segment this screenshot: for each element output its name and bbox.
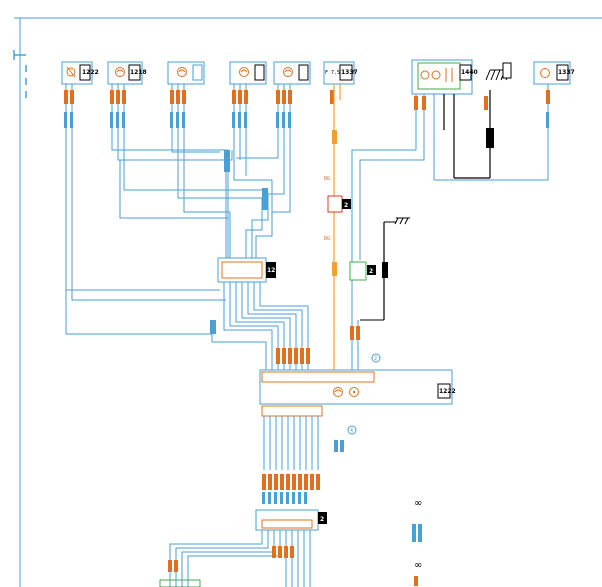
legend: ∞ ∞	[412, 498, 422, 586]
fuse: F 7.5A F8F 1337	[323, 61, 358, 85]
ground-connector	[486, 128, 494, 148]
clip-1	[224, 150, 230, 172]
speaker-icon	[115, 67, 125, 77]
lower-junction-ref: 2	[320, 516, 324, 523]
small-connector-1-ref: 2	[344, 202, 348, 209]
small-connector-1: 2	[327, 195, 351, 213]
circle-ref-1-label: 2	[374, 356, 377, 362]
lower-bus-labels	[262, 474, 320, 490]
speaker-icon	[540, 68, 550, 78]
legend-mark-2: ∞	[414, 560, 422, 571]
drop-labels-2	[64, 112, 549, 128]
drop-labels	[64, 90, 550, 110]
speaker-2: 1218	[107, 61, 147, 85]
bottom-labels	[168, 546, 294, 572]
relay-box: 1440	[411, 59, 478, 95]
power-label-2: BG	[324, 236, 330, 242]
speaker-1-ref: 1222	[82, 69, 99, 76]
bus-to-lower-junction	[263, 416, 319, 470]
small-connector-2: 2	[349, 261, 376, 281]
speaker-icon	[283, 67, 293, 77]
head-unit-ref: 1222	[439, 388, 456, 395]
routing-network	[65, 140, 549, 340]
ground-icon	[485, 62, 512, 81]
power-markers	[332, 130, 337, 276]
speaker-icon	[239, 67, 249, 77]
power-label-1: BG	[324, 176, 330, 182]
speaker-1: 1222	[61, 61, 99, 85]
junction-block-ref: 1218	[267, 267, 284, 274]
power-wire	[333, 84, 341, 380]
frame	[13, 17, 602, 587]
speaker-icon	[333, 387, 343, 397]
head-unit: 1222	[259, 369, 456, 417]
unit-right-ref: 1337	[558, 69, 575, 76]
clip-2	[262, 188, 268, 210]
unit-right: 1337	[533, 61, 575, 85]
speaker-2-ref: 1218	[130, 69, 147, 76]
speaker-icon	[66, 66, 76, 78]
ground-1	[485, 62, 512, 81]
ground-2	[360, 217, 410, 321]
lower-junction: 2	[255, 509, 327, 531]
junction-block: 1218	[217, 257, 284, 283]
circle-ref-2: 4	[347, 425, 357, 435]
tag-2	[340, 440, 344, 452]
relay-icon	[420, 68, 453, 82]
clip-3	[210, 320, 216, 334]
disc-icon	[349, 387, 359, 397]
top-wire-drops	[65, 84, 549, 180]
lower-bus-labels-blue	[262, 492, 307, 504]
circle-ref-1: 2	[371, 353, 381, 363]
legend-mark-1: ∞	[414, 498, 422, 509]
fuse-ref: 1337	[341, 69, 358, 76]
speaker-3	[167, 61, 205, 85]
relay-outputs	[443, 90, 491, 179]
speaker-5	[273, 61, 311, 85]
tag-1	[334, 440, 338, 452]
bus-labels	[276, 326, 360, 364]
small-connector-2-ref: 2	[369, 268, 373, 275]
ground-icon	[394, 217, 410, 225]
relay-box-ref: 1440	[461, 69, 478, 76]
speaker-icon	[177, 67, 187, 77]
circle-ref-2-label: 4	[350, 428, 353, 434]
bottom-connector	[159, 579, 201, 587]
speaker-4	[229, 61, 267, 85]
bottom-wires	[169, 530, 311, 587]
